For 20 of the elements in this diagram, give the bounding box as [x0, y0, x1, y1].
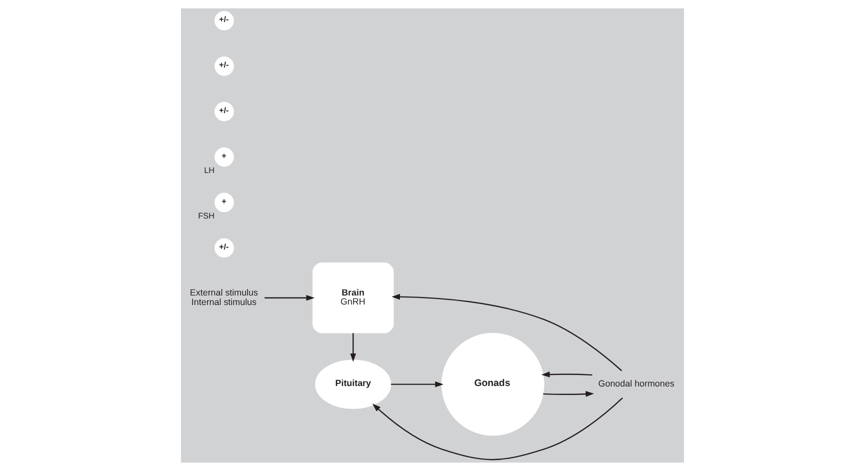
node-label: FSH [198, 211, 214, 220]
node-text: External stimulus Internal stimulus [189, 287, 258, 308]
node-circle: + [214, 147, 234, 167]
node-circle: + [214, 192, 234, 212]
arrow [372, 398, 622, 460]
arrow [542, 391, 594, 397]
node-circle: +/- [214, 56, 234, 76]
node-text: Gonodal hormones [598, 378, 674, 389]
arrow [264, 294, 314, 301]
node-circle: +/- [214, 102, 234, 122]
arrow [390, 381, 444, 388]
node-circle: +/- [214, 10, 234, 30]
arrow [350, 333, 356, 362]
node-circle: +/- [214, 238, 234, 258]
node-label: LH [204, 166, 214, 175]
arrow [540, 372, 592, 378]
arrow [391, 294, 622, 372]
node-ellipse: Pituitary [314, 360, 391, 409]
node-box: Brain GnRH [312, 262, 394, 334]
node-circle: Gonads [440, 332, 544, 436]
